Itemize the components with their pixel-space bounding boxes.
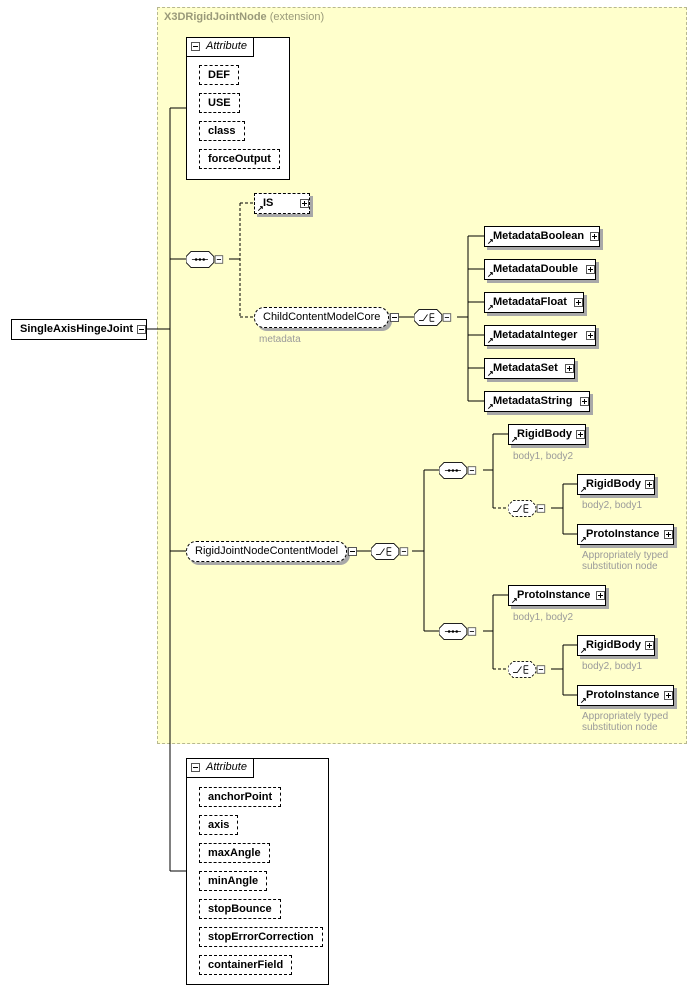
metadata-float-element[interactable]: ↗MetadataFloat <box>484 292 584 313</box>
attribute-group-2-header: Attribute <box>187 759 254 778</box>
attribute-group-1: Attribute DEF USE class forceOutput <box>186 37 290 180</box>
optional-choice-compositor[interactable] <box>508 498 546 519</box>
expand-icon[interactable] <box>645 480 654 489</box>
substitution-note: substitution node <box>582 561 658 572</box>
attribute-group-2: Attribute anchorPoint axis maxAngle minA… <box>186 758 329 985</box>
sequence-compositor[interactable] <box>439 621 477 642</box>
attribute-minangle[interactable]: minAngle <box>199 871 268 891</box>
expand-icon[interactable] <box>565 364 574 373</box>
substitution-note: Appropriately typed <box>582 550 669 561</box>
body-note: body1, body2 <box>513 612 574 623</box>
attribute-maxangle[interactable]: maxAngle <box>199 843 270 863</box>
attribute-class[interactable]: class <box>199 121 245 141</box>
substitution-note: substitution node <box>582 722 658 733</box>
collapse-icon[interactable] <box>191 763 200 772</box>
attribute-stopbounce[interactable]: stopBounce <box>199 899 281 919</box>
attribute-containerfield[interactable]: containerField <box>199 955 293 975</box>
collapse-icon[interactable] <box>191 42 200 51</box>
expand-icon[interactable] <box>645 641 654 650</box>
optional-choice-compositor[interactable] <box>508 659 546 680</box>
rigidbody-element[interactable]: ↗RigidBody <box>577 635 655 656</box>
attribute-stoperrorcorrection[interactable]: stopErrorCorrection <box>199 927 323 947</box>
expand-icon[interactable] <box>664 530 673 539</box>
attribute-axis[interactable]: axis <box>199 815 239 835</box>
body-note: body2, body1 <box>582 500 643 511</box>
rigidbody-element[interactable]: ↗RigidBody <box>577 474 655 495</box>
extension-title: X3DRigidJointNode (extension) <box>164 11 325 23</box>
attribute-group-2-label: Attribute <box>206 761 247 773</box>
choice-compositor[interactable] <box>371 541 409 562</box>
protoinstance-element[interactable]: ↗ProtoInstance <box>508 585 606 606</box>
attribute-use[interactable]: USE <box>199 93 240 113</box>
attribute-anchorpoint[interactable]: anchorPoint <box>199 787 282 807</box>
expand-icon[interactable] <box>664 691 673 700</box>
expand-icon[interactable] <box>596 591 605 600</box>
rigid-joint-node-content-model[interactable]: RigidJointNodeContentModel <box>186 541 347 562</box>
attribute-forceoutput[interactable]: forceOutput <box>199 149 280 169</box>
metadata-integer-element[interactable]: ↗MetadataInteger <box>484 325 596 346</box>
is-element[interactable]: ↗IS <box>254 193 310 214</box>
expand-icon[interactable] <box>574 298 583 307</box>
attribute-def[interactable]: DEF <box>199 65 239 85</box>
substitution-note: Appropriately typed <box>582 711 669 722</box>
expand-icon[interactable] <box>300 199 309 208</box>
expand-icon[interactable] <box>586 331 595 340</box>
metadata-double-element[interactable]: ↗MetadataDouble <box>484 259 596 280</box>
expand-icon[interactable] <box>580 397 589 406</box>
protoinstance-element[interactable]: ↗ProtoInstance <box>577 524 674 545</box>
root-element[interactable]: SingleAxisHingeJoint <box>11 319 147 340</box>
child-content-model-core[interactable]: ChildContentModelCore <box>254 307 389 328</box>
protoinstance-element[interactable]: ↗ProtoInstance <box>577 685 674 706</box>
rigidbody-element[interactable]: ↗RigidBody <box>508 424 586 445</box>
attribute-group-1-label: Attribute <box>206 40 247 52</box>
root-element-label: SingleAxisHingeJoint <box>20 323 134 335</box>
metadata-set-element[interactable]: ↗MetadataSet <box>484 358 575 379</box>
expand-icon[interactable] <box>590 232 599 241</box>
sequence-compositor[interactable] <box>186 249 224 270</box>
metadata-note: metadata <box>259 334 301 345</box>
attribute-group-1-header: Attribute <box>187 38 254 57</box>
metadata-string-element[interactable]: ↗MetadataString <box>484 391 590 412</box>
collapse-icon[interactable] <box>390 313 399 322</box>
sequence-compositor[interactable] <box>439 460 477 481</box>
body-note: body2, body1 <box>582 661 643 672</box>
collapse-icon[interactable] <box>348 547 357 556</box>
body-note: body1, body2 <box>513 451 574 462</box>
metadata-boolean-element[interactable]: ↗MetadataBoolean <box>484 226 600 247</box>
expand-icon[interactable] <box>586 265 595 274</box>
collapse-icon[interactable] <box>137 325 146 334</box>
choice-compositor[interactable] <box>414 307 452 328</box>
expand-icon[interactable] <box>576 430 585 439</box>
